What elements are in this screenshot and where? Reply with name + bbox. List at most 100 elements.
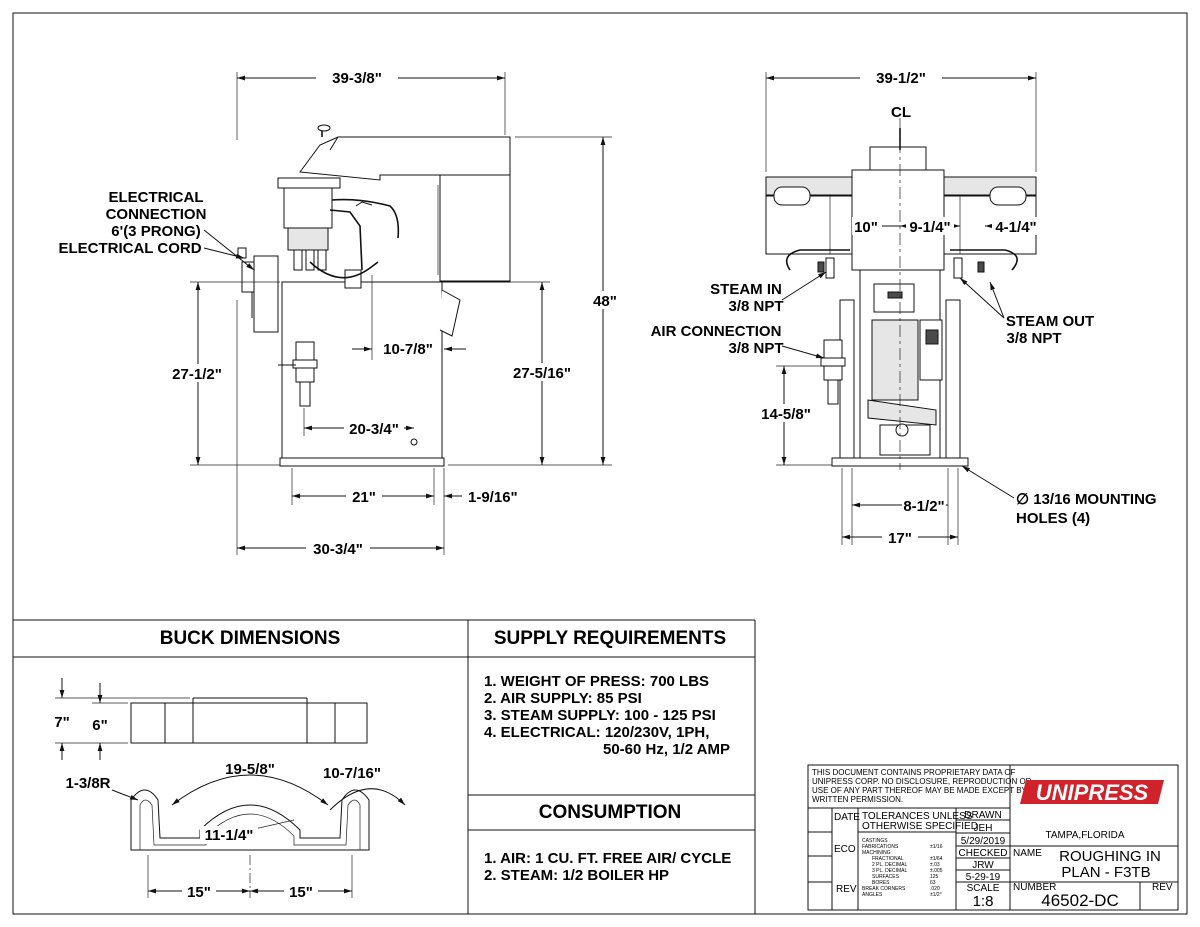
front-offset-b: 20-3/4" (349, 421, 399, 438)
buck-cross-section (130, 789, 370, 851)
supply-item-3: 3. STEAM SUPPLY: 100 - 125 PSI (484, 707, 716, 724)
title-block: THIS DOCUMENT CONTAINS PROPRIETARY DATA … (807, 764, 1179, 911)
front-base-inner: 21" (352, 489, 376, 506)
side-dim-4-1-4: 4-1/4" (995, 219, 1036, 236)
tol-name: CASTINGS (862, 838, 888, 844)
tol-value: ±.005 (930, 868, 943, 874)
notice-line3: USE OF ANY PART THEREOF MAY BE MADE EXCE… (812, 786, 1028, 795)
date-label: DATE (834, 812, 860, 823)
side-view: CL 39-1/2" 10" 9-1/4" 4-1/4" STEAM IN 3/… (651, 68, 1157, 547)
tol-value: ±.03 (930, 862, 940, 868)
buck-arc-top: 19-5/8" (225, 761, 275, 778)
company-location: TAMPA,FLORIDA (1045, 830, 1124, 841)
tol-name: MACHINING (862, 850, 891, 856)
checked-by: JRW (972, 860, 994, 871)
tol-name: FABRICATIONS (862, 844, 899, 850)
name-label: NAME (1013, 848, 1042, 859)
tol-name: 2 PL. DECIMAL (872, 862, 908, 868)
consumption-header: CONSUMPTION (539, 802, 682, 823)
buck-dimensions-header: BUCK DIMENSIONS (160, 628, 341, 649)
tol-name: BORES (872, 880, 890, 886)
unipress-logo: UNIPRESS (1020, 780, 1164, 805)
tol-name: ANGLES (862, 892, 883, 898)
air-connection-label-line2: 3/8 NPT (728, 340, 783, 357)
front-base-right: 1-9/16" (468, 489, 518, 506)
front-height-total: 48" (593, 293, 617, 310)
steam-in-label-line2: 3/8 NPT (728, 298, 783, 315)
electrical-label-line3: 6'(3 PRONG) (111, 223, 200, 240)
supply-section: SUPPLY REQUIREMENTS 1. WEIGHT OF PRESS: … (484, 628, 730, 758)
tol-value: ±1/16 (930, 844, 943, 850)
rev-label: REV (836, 884, 857, 895)
tol-name: SURFACES (872, 874, 900, 880)
front-base (279, 457, 445, 467)
brand-name: UNIPRESS (1036, 780, 1149, 805)
air-connection-label-line1: AIR CONNECTION (651, 323, 782, 340)
supply-item-4: 4. ELECTRICAL: 120/230V, 1PH, (484, 724, 709, 741)
consumption-section: CONSUMPTION 1. AIR: 1 CU. FT. FREE AIR/ … (484, 802, 731, 884)
buck-top-profile (130, 702, 368, 744)
scale-value: 1:8 (973, 893, 994, 910)
tol-name: 3 PL. DECIMAL (872, 868, 908, 874)
side-dim-8-1-2: 8-1/2" (903, 498, 944, 515)
tol-value: ±1/64 (930, 856, 943, 862)
tol-value: 125 (930, 874, 939, 880)
tol-name: BREAK CORNERS (862, 886, 906, 892)
buck-dimensions-section: BUCK DIMENSIONS 7" 6" 1-3/8R 19-5/8" 10-… (54, 628, 406, 901)
steam-in-label-line1: STEAM IN (710, 281, 782, 298)
electrical-label-line4: ELECTRICAL CORD (58, 240, 201, 257)
mounting-label-line2: HOLES (4) (1016, 510, 1090, 527)
buck-bottom-left: 15" (187, 884, 211, 901)
drawn-label: DRAWN (964, 810, 1001, 821)
rev-label-2: REV (1152, 882, 1173, 893)
steam-out-label-line2: 3/8 NPT (1006, 330, 1061, 347)
tol-value: ±1/2° (930, 892, 942, 898)
buck-radius: 1-3/8R (65, 775, 110, 792)
tol-value: 63 (930, 880, 936, 886)
centerline-mark: CL (891, 104, 911, 121)
checked-label: CHECKED (959, 848, 1008, 859)
front-offset-a: 10-7/8" (383, 341, 433, 358)
drawing-name-line1: ROUGHING IN (1059, 848, 1161, 865)
front-height-right: 27-5/16" (513, 365, 571, 382)
front-reservoir (283, 185, 333, 229)
drawn-date: 5/29/2019 (961, 836, 1006, 847)
checked-date: 5-29-19 (966, 872, 1001, 883)
front-height-left: 27-1/2" (172, 366, 222, 383)
buck-bottom-right: 15" (289, 884, 313, 901)
notice-line4: WRITTEN PERMISSION. (812, 795, 903, 804)
front-view: 39-3/8" 48" 27-1/2" 27-5/16" 10-7/8" 20-… (58, 68, 626, 558)
consumption-item-2: 2. STEAM: 1/2 BOILER HP (484, 867, 669, 884)
supply-item-4-cont: 50-60 Hz, 1/2 AMP (603, 741, 730, 758)
buck-dim-7: 7" (54, 714, 69, 731)
buck-arc-right: 10-7/16" (323, 765, 381, 782)
tol-value: .020 (930, 886, 940, 892)
supply-item-1: 1. WEIGHT OF PRESS: 700 LBS (484, 673, 709, 690)
scale-label: SCALE (967, 883, 1000, 894)
sheet-border (12, 12, 1188, 915)
side-cylinder (871, 319, 919, 401)
number-label: NUMBER (1013, 882, 1056, 893)
front-top-width: 39-3/8" (332, 70, 382, 87)
eco-label: ECO (834, 844, 856, 855)
drawing-name-line2: PLAN - F3TB (1061, 864, 1150, 881)
consumption-item-1: 1. AIR: 1 CU. FT. FREE AIR/ CYCLE (484, 850, 731, 867)
electrical-label-line2: CONNECTION (106, 206, 207, 223)
drawn-by: JEH (974, 823, 993, 834)
supply-item-2: 2. AIR SUPPLY: 85 PSI (484, 690, 642, 707)
steam-out-label-line1: STEAM OUT (1006, 313, 1094, 330)
front-chest (439, 174, 511, 282)
mounting-label-line1: ∅ 13/16 MOUNTING (1016, 491, 1157, 508)
supply-header: SUPPLY REQUIREMENTS (494, 628, 726, 649)
tolerances-line2: OTHERWISE SPECIFIED (862, 821, 978, 832)
tol-name: FRACTIONAL (872, 856, 904, 862)
front-base-total: 30-3/4" (313, 541, 363, 558)
side-dim-9-1-4: 9-1/4" (909, 219, 950, 236)
drawing-number: 46502-DC (1041, 891, 1119, 910)
side-dim-17: 17" (888, 530, 912, 547)
notice-line2: UNIPRESS CORP. NO DISCLOSURE, REPRODUCTI… (812, 777, 1032, 786)
buck-arc-inner: 11-1/4" (205, 827, 254, 844)
side-top-width: 39-1/2" (876, 70, 926, 87)
